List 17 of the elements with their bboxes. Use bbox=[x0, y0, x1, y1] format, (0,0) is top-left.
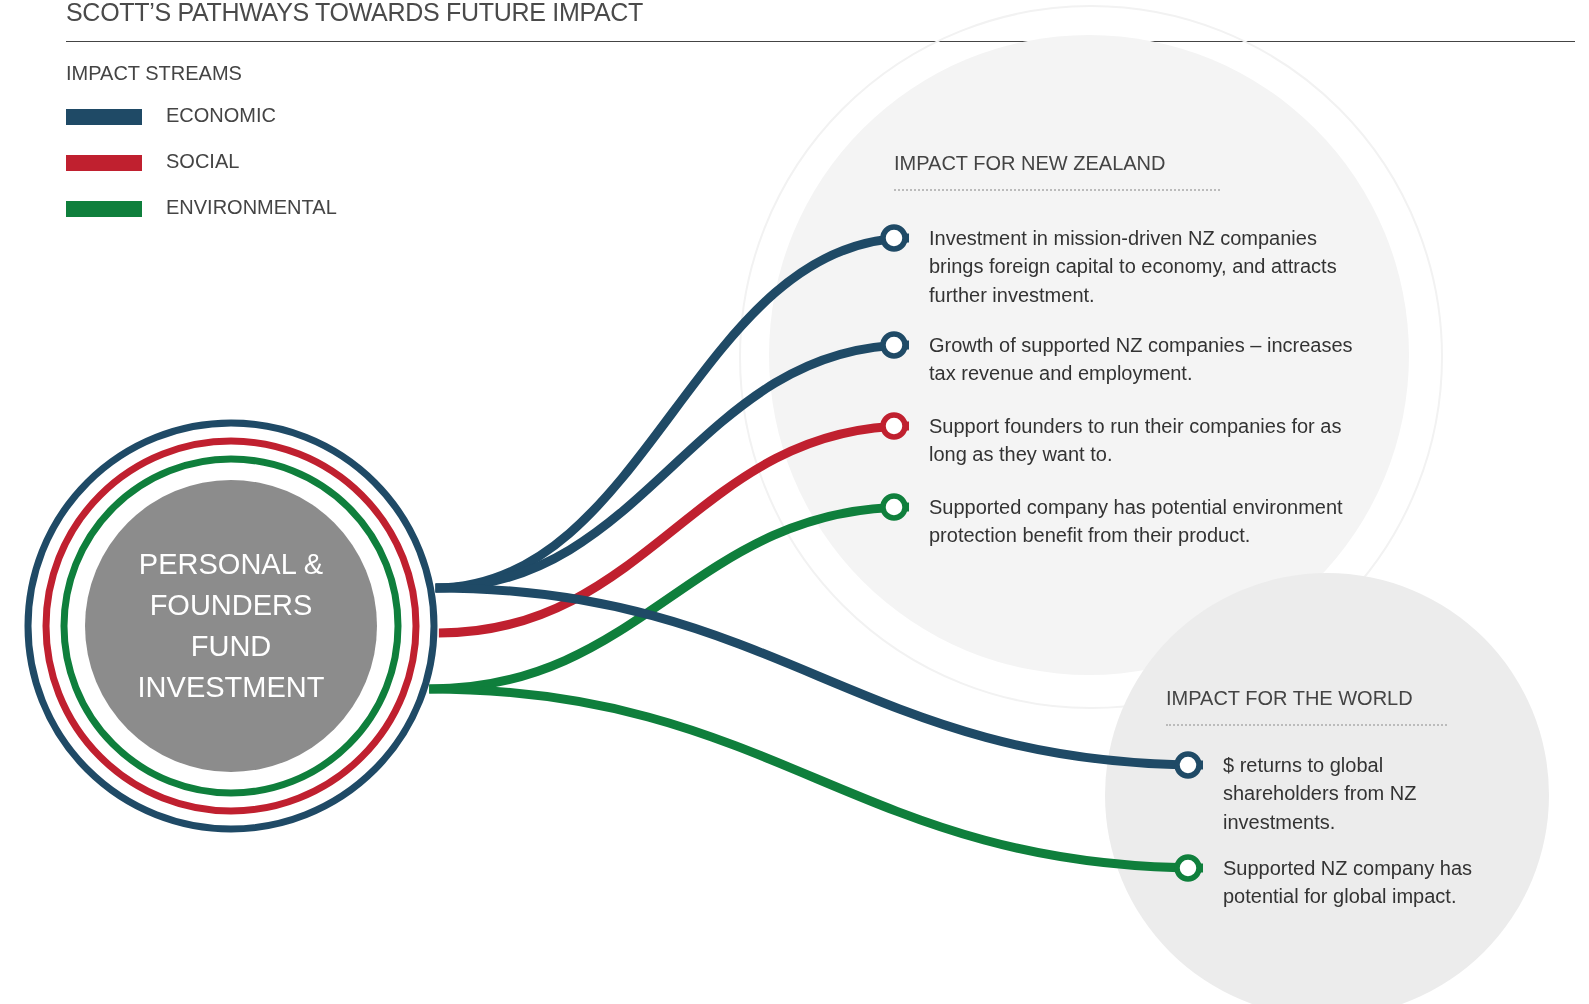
diagram-title: SCOTT’S PATHWAYS TOWARDS FUTURE IMPACT bbox=[66, 0, 644, 27]
legend-label: SOCIAL bbox=[166, 150, 240, 173]
legend-label: ENVIRONMENTAL bbox=[166, 196, 337, 219]
pathway-connector bbox=[438, 413, 910, 638]
impact-text: Investment in mission-driven NZ companies brings foreign capital to economy, and attracts further investment. bbox=[929, 224, 1374, 310]
circle-heading: IMPACT FOR NEW ZEALAND bbox=[894, 152, 1220, 191]
impact-text: Growth of supported NZ companies – increases tax revenue and employment. bbox=[929, 331, 1374, 388]
legend-heading: IMPACT STREAMS bbox=[66, 62, 242, 85]
impact-text: Supported company has potential environment protection benefit from their product. bbox=[929, 493, 1374, 550]
legend-label: ECONOMIC bbox=[166, 104, 276, 127]
impact-text: Support founders to run their companies for as long as they want to. bbox=[929, 412, 1374, 469]
impact-text: Supported NZ company has potential for global impact. bbox=[1223, 854, 1478, 911]
impact-text: $ returns to global shareholders from NZ investments. bbox=[1223, 751, 1478, 837]
pathway-connector bbox=[435, 583, 1204, 779]
hub-label: PERSONAL & FOUNDERS FUND INVESTMENT bbox=[136, 547, 326, 705]
circle-heading: IMPACT FOR THE WORLD bbox=[1166, 687, 1447, 726]
pathway-connector bbox=[429, 684, 1204, 882]
